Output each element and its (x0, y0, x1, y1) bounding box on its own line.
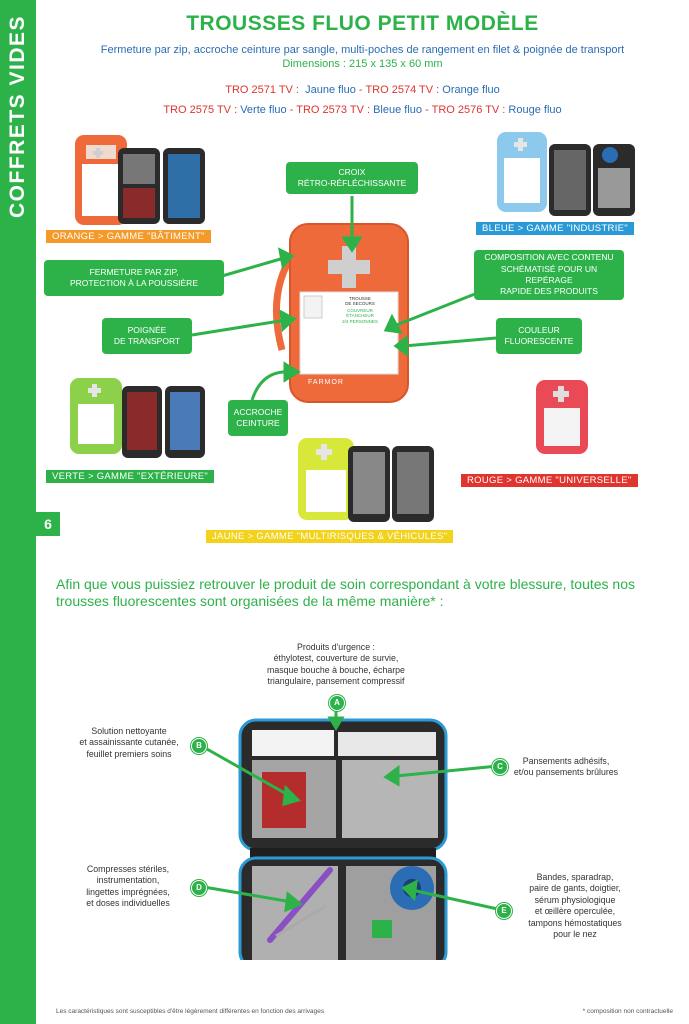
page-subtitle: Fermeture par zip, accroche ceinture par… (100, 44, 625, 56)
reference-segment: TRO 2575 TV : (163, 104, 241, 116)
reference-segment: TRO 2573 TV : (296, 104, 374, 116)
red-kit-image (536, 380, 588, 454)
callout-accroche: ACCROCHE CEINTURE (228, 400, 288, 436)
callout-composition: COMPOSITION AVEC CONTENU SCHÉMATISÉ POUR… (474, 250, 624, 300)
product-card-title: TROUSSE DE SECOURS (345, 296, 375, 307)
badge-b: B (191, 738, 207, 754)
badge-d: D (191, 880, 207, 896)
reference-segment: Bleue fluo (373, 104, 423, 116)
reference-line-2: TRO 2575 TV : Verte fluo - TRO 2573 TV :… (36, 104, 689, 116)
open-kit-diagram (197, 704, 503, 960)
orange-kit-image (75, 135, 205, 225)
sidebar: COFFRETS VIDES (0, 0, 36, 1024)
footer-note: * composition non contractuelle (582, 1008, 673, 1015)
brand-logo: FARMOR (308, 379, 344, 386)
label-b: Solution nettoyante et assainissante cut… (79, 726, 179, 759)
reference-segment: Jaune fluo (302, 84, 356, 96)
gamme-orange: ORANGE > GAMME "BÂTIMENT" (46, 230, 211, 243)
footer-disclaimer: Les caractéristiques sont susceptibles d… (56, 1008, 325, 1015)
page-number: 6 (36, 512, 60, 536)
yellow-kit-image (298, 438, 434, 522)
page-title: TROUSSES FLUO PETIT MODÈLE (186, 12, 539, 35)
label-d: Compresses stériles, instrumentation, li… (86, 864, 170, 909)
label-a: Produits d'urgence : éthylotest, couvert… (267, 642, 405, 687)
reference-segment: - (286, 104, 297, 116)
main-kit-image (272, 223, 409, 403)
reference-segment: Orange fluo (442, 84, 500, 96)
green-kit-image (70, 378, 205, 458)
reference-segment: Verte fluo (240, 104, 287, 116)
gamme-jaune: JAUNE > GAMME "MULTIRISQUES & VÉHICULES" (206, 530, 454, 543)
badge-a: A (329, 695, 345, 711)
reference-segment: TRO 2574 TV : (365, 84, 443, 96)
reference-segment: TRO 2576 TV : (431, 104, 509, 116)
product-card-subtitle: COUVREUR ÉTANCHEUR 2/4 PERSONNES (342, 308, 378, 324)
intro-text: Afin que vous puissiez retrouver le prod… (56, 576, 635, 609)
reference-segment: - (355, 84, 366, 96)
gamme-verte: VERTE > GAMME "EXTÉRIEURE" (46, 470, 215, 483)
gamme-bleue: BLEUE > GAMME "INDUSTRIE" (476, 222, 634, 235)
callout-fermeture: FERMETURE PAR ZIP, PROTECTION À LA POUSS… (44, 260, 224, 296)
callout-poignee: POIGNÉE DE TRANSPORT (102, 318, 192, 354)
reference-segment: - (422, 104, 432, 116)
callout-croix: CROIX RÉTRO-RÉFLÉCHISSANTE (286, 162, 418, 194)
reference-segment: Rouge fluo (508, 104, 562, 116)
gamme-rouge: ROUGE > GAMME "UNIVERSELLE" (461, 474, 638, 487)
reference-segment: TRO 2571 TV : (225, 84, 303, 96)
badge-e: E (496, 903, 512, 919)
dimensions: Dimensions : 215 x 135 x 60 mm (282, 58, 443, 70)
callout-couleur: COULEUR FLUORESCENTE (496, 318, 582, 354)
reference-line-1: TRO 2571 TV : Jaune fluo - TRO 2574 TV :… (36, 84, 689, 96)
badge-c: C (492, 759, 508, 775)
label-e: Bandes, sparadrap, paire de gants, doigt… (528, 872, 622, 940)
label-c: Pansements adhésifs, et/ou pansements br… (513, 756, 619, 778)
blue-kit-image (497, 132, 635, 216)
